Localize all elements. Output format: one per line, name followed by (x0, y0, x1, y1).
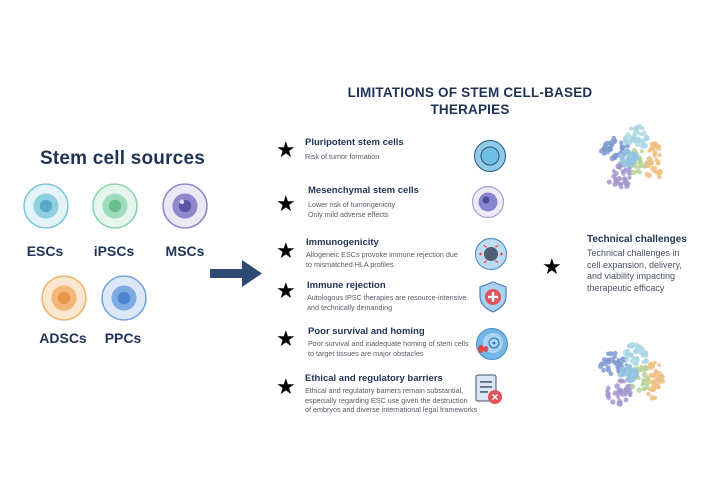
limitation-title: Ethical and regulatory barriers (305, 373, 443, 384)
limitation-description-line: especially regarding ESC use given the d… (305, 395, 468, 405)
limitation-description-line: Only mild adverse effects (308, 209, 389, 219)
limitation-title: Immunogenicity (306, 237, 379, 248)
technical-desc-line: Technical challenges in (587, 248, 680, 258)
technical-challenges-desc: Technical challenges in cell expansion, … (587, 248, 682, 294)
limitation-description-line: to mismatched HLA profiles. (306, 259, 396, 269)
star-icon: ★ (276, 374, 296, 399)
immune-cell-icon (474, 237, 508, 271)
limitations-title: LIMITATIONS OF STEM CELL-BASED THERAPIES (330, 84, 610, 118)
limitation-description-line: of embryos and diverse international leg… (305, 405, 478, 414)
arrow-right-icon (210, 260, 262, 287)
star-icon: ★ (542, 254, 562, 279)
ppc-cell-icon (101, 275, 147, 321)
esc-cell-icon (23, 183, 69, 229)
cell-source-label: MSCs (165, 243, 205, 259)
limitation-description-line: Autologous IPSC therapies are resource-i… (307, 293, 467, 302)
limitation-description-line: and technically demanding (307, 302, 393, 312)
star-icon: ★ (276, 238, 296, 263)
adsc-cell-icon (41, 275, 87, 321)
technical-challenges-title: Technical challenges (587, 234, 687, 245)
technical-desc-line: and viability impacting (587, 271, 676, 281)
limitation-description-line: Lower risk of tumorigenicity (308, 200, 396, 209)
protein-structure-icon (598, 124, 663, 190)
limitation-description-line: Allogeneic ESCs provoke immune rejection… (306, 250, 458, 259)
cell-source-label: iPSCs (93, 243, 135, 259)
limitation-description-line: to target tissues are major obstacles (308, 348, 424, 358)
ipsc-cell-icon (92, 183, 138, 229)
technical-desc-line: therapeutic efficacy (587, 282, 665, 293)
limitation-description-line: Poor survival and inadequate homing of s… (308, 339, 469, 348)
limitation-description: Risk of tumor formation (305, 152, 379, 162)
limitation-title: Immune rejection (307, 280, 386, 291)
star-icon: ★ (276, 278, 296, 303)
limitations-title-line1: LIMITATIONS OF STEM CELL-BASED (347, 85, 593, 100)
stem-cell-sources-title: Stem cell sources (40, 148, 205, 169)
limitation-description-line: Risk of tumor formation (305, 152, 380, 161)
limitation-description: Ethical and regulatory barriers remain s… (305, 386, 477, 415)
cell-source-label: PPCs (104, 330, 142, 346)
limitation-description: Autologous IPSC therapies are resource-i… (307, 293, 466, 312)
limitation-title: Poor survival and homing (308, 326, 425, 337)
msc-cell-icon (162, 183, 208, 229)
limitation-description: Poor survival and inadequate homing of s… (308, 339, 469, 358)
limitations-title-line2: THERAPIES (430, 102, 510, 117)
limitation-title: Pluripotent stem cells (305, 137, 404, 148)
document-reject-icon (475, 374, 502, 404)
limitation-description: Allogeneic ESCs provoke immune rejection… (306, 250, 458, 269)
technical-desc-line: cell expansion, delivery, (587, 259, 682, 270)
homing-cell-icon (476, 328, 508, 360)
shield-plus-icon (479, 281, 507, 313)
cell-source-label: ADSCs (39, 330, 87, 346)
star-icon: ★ (276, 191, 296, 216)
pluripotent-cell-icon (474, 140, 506, 172)
limitation-description-line: Ethical and regulatory barriers remain s… (305, 386, 464, 395)
star-icon: ★ (276, 137, 296, 162)
protein-structure-icon (597, 341, 666, 407)
star-icon: ★ (276, 326, 296, 351)
mesenchymal-cell-icon (471, 185, 505, 219)
cell-source-label: ESCs (26, 243, 64, 259)
limitation-title: Mesenchymal stem cells (308, 185, 419, 196)
